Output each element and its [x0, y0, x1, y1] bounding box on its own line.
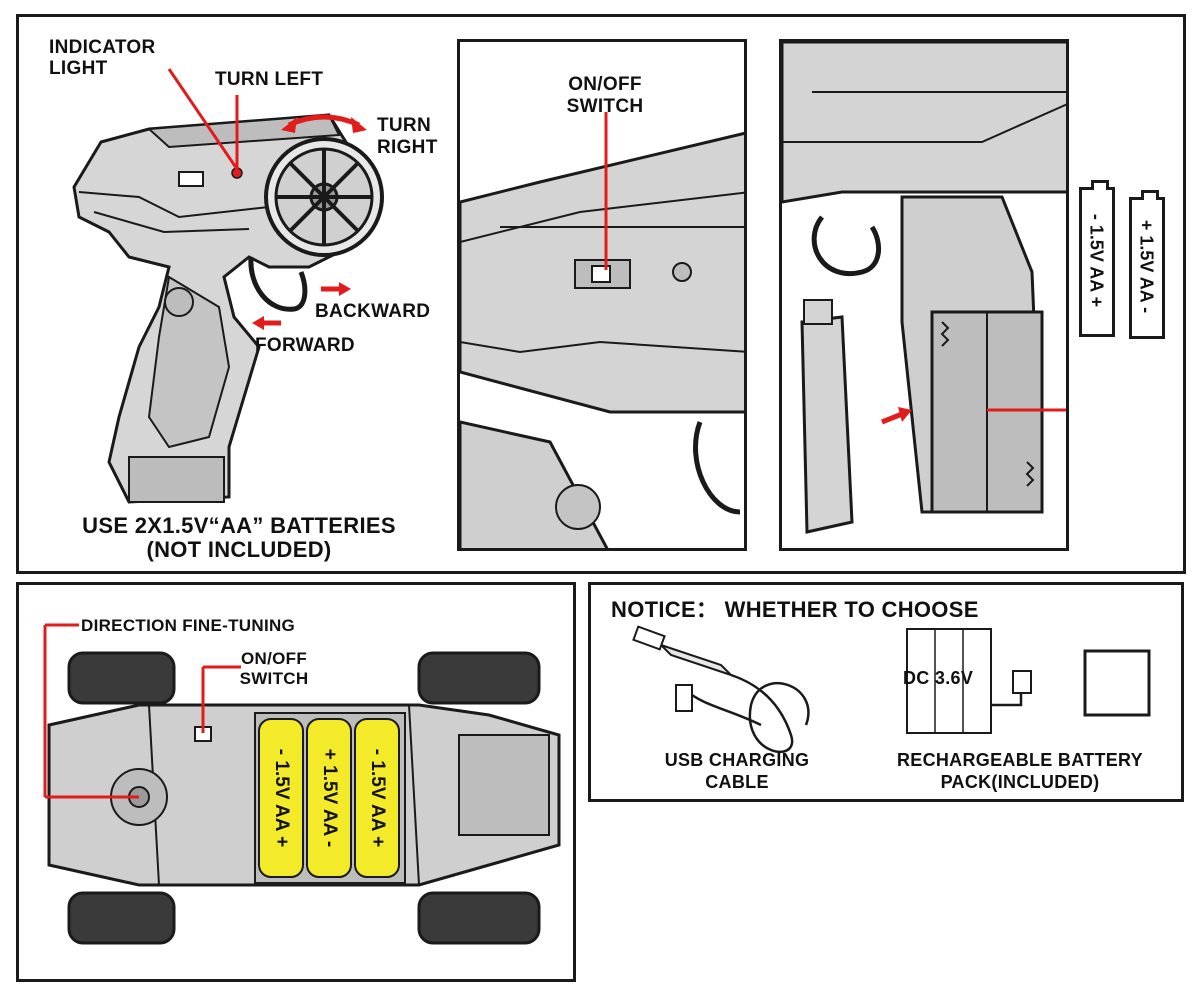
battery-pack-label: RECHARGEABLE BATTERY PACK(INCLUDED) [896, 750, 1143, 792]
usb-cable-icon [632, 625, 810, 753]
car-underside-panel: DIRECTION FINE-TUNING ON/OFF SWITCH - 1.… [16, 582, 576, 982]
controller-instructions-panel: INDICATOR LIGHT TURN LEFT TURN RIGHT BAC… [16, 14, 1186, 574]
steering-wheel-icon [264, 137, 384, 257]
wheel-icon [67, 651, 176, 705]
notice-panel: NOTICE： WHETHER TO CHOOSE DC 3.6V USB CH… [588, 582, 1184, 802]
indicator-light-label: INDICATOR LIGHT [49, 37, 156, 79]
turn-left-label: TURN LEFT [215, 69, 324, 90]
forward-label: FORWARD [255, 335, 355, 356]
car-battery-3: - 1.5V AA + [367, 748, 388, 848]
checkbox-icon [1083, 649, 1151, 717]
usb-cable-label: USB CHARGING CABLE [664, 750, 810, 792]
battery-icon: - 1.5V AA + [1079, 180, 1115, 337]
battery-left-label: - 1.5V AA + [1086, 213, 1107, 308]
direction-fine-tuning-label: DIRECTION FINE-TUNING [81, 616, 296, 635]
wheel-icon [417, 891, 541, 945]
curved-double-arrow-icon [281, 114, 367, 133]
battery-icon: + 1.5V AA - [1129, 190, 1165, 339]
switch-closeup-label: ON/OFF SWITCH [566, 74, 644, 117]
battery-note-line1: USE 2X1.5V“AA” BATTERIES [82, 513, 396, 538]
wheel-icon [417, 651, 541, 705]
car-battery-1: - 1.5V AA + [271, 748, 292, 848]
battery-note-line2: (NOT INCLUDED) [146, 537, 332, 562]
controller-illustration [72, 68, 384, 504]
battery-right-label: + 1.5V AA - [1136, 219, 1157, 314]
notice-title: NOTICE： WHETHER TO CHOOSE [611, 597, 979, 622]
red-arrow-icon [321, 282, 351, 296]
battery-compartment-panel [779, 39, 1069, 551]
turn-right-label: TURN RIGHT [377, 115, 438, 158]
car-battery-2: + 1.5V AA - [319, 748, 340, 848]
red-arrow-icon [252, 316, 281, 330]
battery-pack-text: DC 3.6V [903, 668, 974, 688]
wheel-icon [67, 891, 176, 945]
backward-label: BACKWARD [315, 301, 431, 322]
car-switch-label: ON/OFF SWITCH [239, 649, 309, 688]
switch-closeup-panel: ON/OFF SWITCH [457, 39, 747, 551]
battery-pack-icon [906, 628, 1032, 734]
